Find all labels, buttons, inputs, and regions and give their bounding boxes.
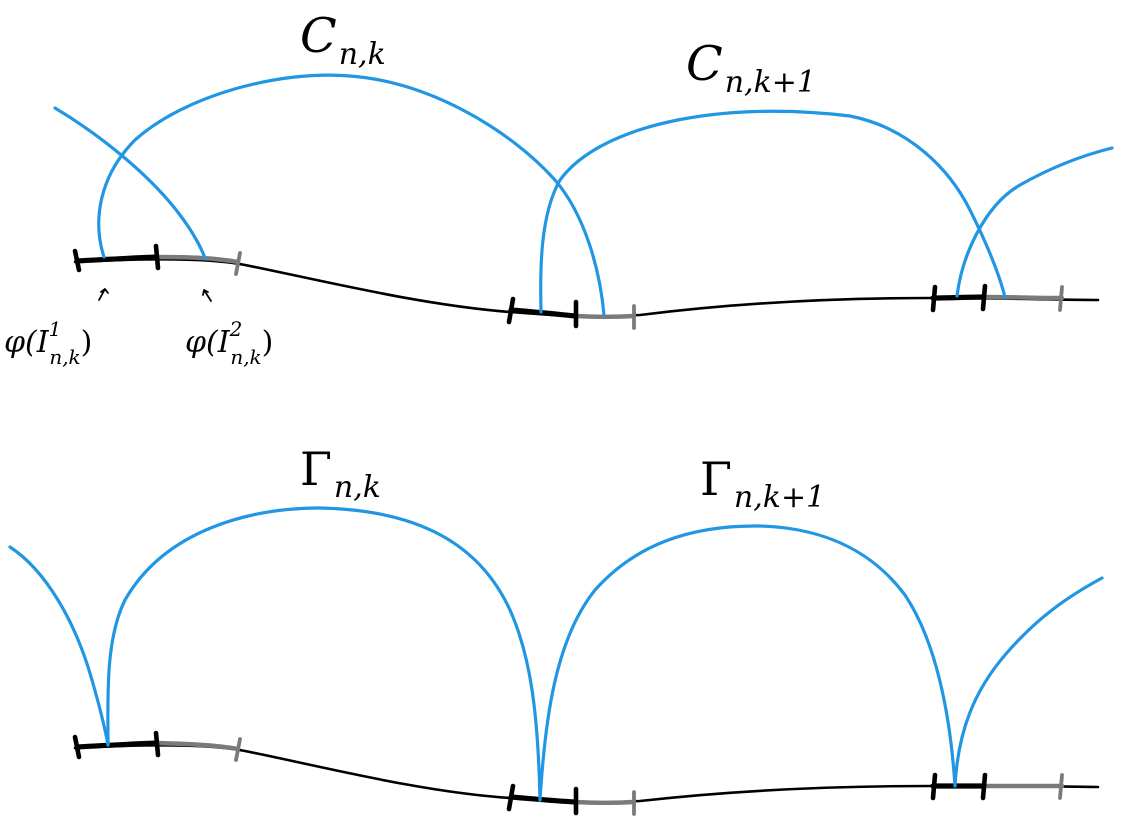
curve-gamma-n-k-plus-1: [538, 524, 957, 802]
curve-c-n-k-plus-1: [539, 109, 1007, 314]
bottom-base-curve: [73, 743, 1100, 804]
bottom-interval-2-dark-segment: [508, 794, 579, 805]
top-base-curve: [73, 257, 1100, 318]
bottom-interval-3-tick-a: [930, 772, 938, 801]
top-interval-3-tick-b: [980, 283, 988, 312]
label-c-n-k: Cn,k: [300, 8, 386, 72]
arrow-to-interval-2: [202, 289, 212, 302]
top-interval-1-grey-segment: [154, 254, 241, 265]
bottom-interval-3-tick-c: [1058, 773, 1064, 800]
bottom-interval-1-tick-a: [72, 734, 82, 760]
bottom-interval-1-tick-b: [153, 730, 161, 758]
bottom-interval-group-2: [506, 783, 637, 816]
top-interval-group-1: [72, 243, 242, 276]
bottom-interval-3-tick-b: [980, 772, 988, 801]
bottom-interval-2-tick-a: [506, 783, 516, 812]
top-interval-3-tick-a: [930, 284, 938, 313]
top-outgoing-arc-right: [955, 146, 1114, 298]
top-interval-3-tick-c: [1058, 285, 1064, 312]
top-interval-1-dark-segment: [74, 254, 160, 264]
bottom-outgoing-arc-right: [953, 576, 1104, 788]
bottom-incoming-arc-left: [8, 545, 110, 747]
top-interval-group-3: [930, 283, 1065, 313]
arrow-to-interval-1: [98, 288, 109, 301]
top-interval-2-grey-segment: [573, 313, 637, 319]
curve-c-n-k: [97, 73, 606, 317]
label-gamma-n-k-plus-1: Γn,k+1: [700, 452, 825, 515]
bottom-interval-1-grey-segment: [154, 740, 241, 752]
top-incoming-arc-left: [53, 106, 207, 260]
bottom-interval-1-dark-segment: [74, 740, 160, 750]
top-interval-3-dark-segment: [930, 294, 988, 301]
top-interval-2-tick-a: [506, 296, 516, 325]
top-interval-1-tick-c: [234, 251, 242, 276]
bottom-interval-2-grey-segment: [573, 799, 637, 805]
bottom-interval-group-1: [72, 730, 242, 762]
top-interval-1-tick-b: [153, 243, 161, 271]
top-interval-2-dark-segment: [508, 307, 579, 319]
bottom-panel: Γn,k Γn,k+1: [8, 442, 1104, 816]
bottom-interval-1-tick-c: [234, 737, 242, 762]
label-c-n-k-plus-1: Cn,k+1: [686, 36, 816, 100]
label-gamma-n-k: Γn,k: [300, 442, 381, 505]
top-interval-group-2: [506, 296, 637, 330]
curve-gamma-n-k: [106, 506, 542, 802]
top-interval-1-tick-a: [72, 248, 82, 273]
bottom-interval-group-3: [930, 772, 1065, 801]
top-interval-3-grey-segment: [982, 294, 1065, 301]
